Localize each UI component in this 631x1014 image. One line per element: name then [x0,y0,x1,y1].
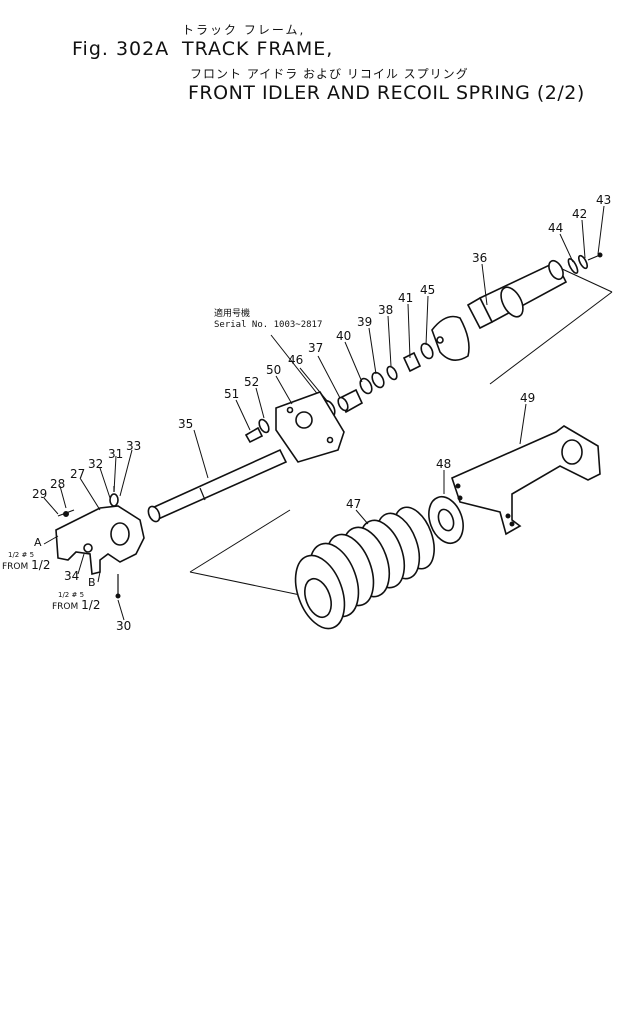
callout-40: 40 [336,329,351,343]
callout-47: 47 [346,497,361,511]
bolt-and-washer [244,418,270,444]
callout-52: 52 [244,375,259,389]
reference-a: A 1/2 # 5 FROM 1/2 [2,536,51,572]
callout-35: 35 [178,417,193,431]
reference-a-page: 1/2 [31,558,51,572]
reference-a-from: FROM [2,562,29,572]
callout-51: 51 [224,387,239,401]
title-english-line-2: FRONT IDLER AND RECOIL SPRING (2/2) [188,82,585,104]
callout-43: 43 [596,193,611,207]
callout-49: 49 [520,391,535,405]
reference-b-letter: B [88,576,96,589]
callout-42: 42 [572,207,587,221]
callout-34: 34 [64,569,79,583]
callout-37: 37 [308,341,323,355]
callout-33: 33 [126,439,141,453]
flange-plate [275,391,345,463]
callout-30: 30 [116,619,131,633]
reference-b-index: 1/2 # 5 [58,591,85,599]
cylinder-end-fittings [567,252,603,275]
leader-lines [43,205,605,621]
callout-31: 31 [108,447,123,461]
yoke-assembly [55,486,145,599]
tension-cylinder [431,259,568,361]
reference-b-page: 1/2 [81,598,101,612]
callout-labels: 43 42 44 36 41 45 38 39 40 37 46 50 52 5… [32,193,611,633]
callout-28: 28 [50,477,65,491]
spring-seat-washer [428,495,464,545]
callout-46: 46 [288,353,303,367]
callout-48: 48 [436,457,451,471]
reference-a-index: 1/2 # 5 [8,551,35,559]
figure-number: Fig. 302A [72,38,170,60]
callout-45: 45 [420,283,435,297]
callout-36: 36 [472,251,487,265]
reference-b-from: FROM [52,602,79,612]
callout-39: 39 [357,315,372,329]
title-english-line-1: TRACK FRAME, [182,38,334,60]
spring-bracket [451,425,601,536]
callout-50: 50 [266,363,281,377]
reference-b: B 1/2 # 5 FROM 1/2 [52,576,101,612]
callout-41: 41 [398,291,413,305]
piston-seal-stack [320,342,434,419]
callout-38: 38 [378,303,393,317]
title-japanese-line-1: トラック フレーム, [182,23,306,37]
callout-27: 27 [70,467,85,481]
recoil-spring [294,506,435,630]
callout-44: 44 [548,221,563,235]
recoil-rod [147,448,288,523]
title-japanese-line-2: フロント アイドラ および リコイル スプリング [190,67,469,81]
serial-applicability-label: 適用号機 [214,309,251,319]
reference-a-letter: A [34,536,42,549]
serial-number-range: Serial No. 1003~2817 [214,320,323,330]
callout-32: 32 [88,457,103,471]
callout-29: 29 [32,487,47,501]
